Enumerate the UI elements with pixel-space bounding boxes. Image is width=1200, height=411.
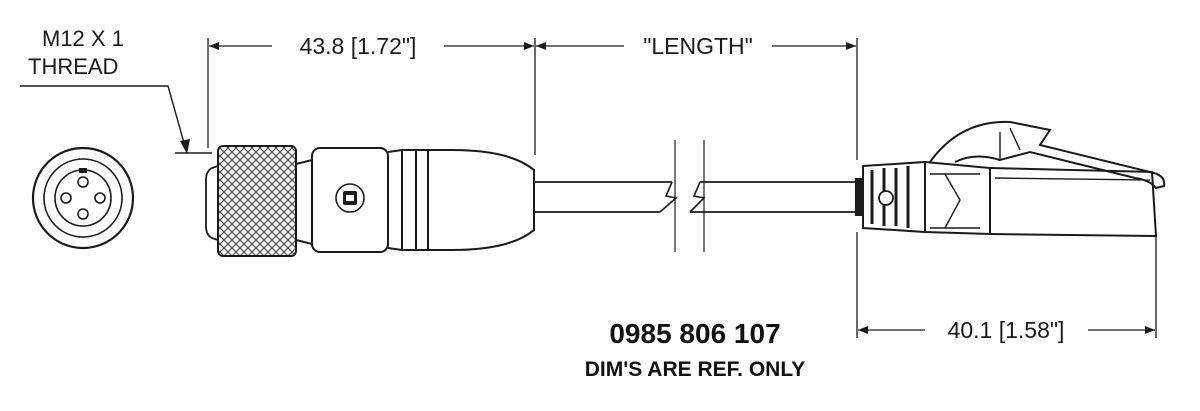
- connector-strain-relief: [428, 149, 535, 251]
- thread-leader-arrow: [180, 139, 190, 154]
- pin-socket-1: [77, 176, 89, 188]
- thread-label-line1: M12 X 1: [42, 26, 124, 51]
- cable-break-left: [659, 181, 678, 213]
- m12-connector: [205, 145, 535, 257]
- plug-housing-rear: [924, 161, 991, 236]
- reference-note: DIM'S ARE REF. ONLY: [585, 358, 805, 381]
- end-view-outer-ring: [31, 146, 135, 250]
- pin-socket-4: [94, 192, 106, 204]
- end-view-insert: [54, 169, 112, 227]
- rj45-plug: [855, 120, 1166, 238]
- thread-leader-line: [20, 85, 187, 151]
- dimension-cable-length: "LENGTH": [536, 33, 856, 59]
- dimension-connector-length: 43.8 [1.72"]: [209, 33, 534, 59]
- cable: [534, 140, 855, 252]
- dimension-plug-length: 40.1 [1.58"]: [858, 317, 1155, 343]
- cable-length-label: "LENGTH": [643, 33, 753, 59]
- cable-break-right: [689, 181, 706, 213]
- m12-end-view: [31, 146, 135, 250]
- rj45-latch-tab: [929, 120, 1166, 190]
- connector-front-lip: [205, 165, 219, 241]
- thread-label-line2: THREAD: [28, 54, 118, 79]
- connector-grip-rings: [387, 148, 429, 252]
- plug-length-label: 40.1 [1.58"]: [948, 317, 1065, 343]
- thread-callout: M12 X 1 THREAD: [20, 26, 212, 154]
- nut-collar: [295, 158, 313, 246]
- connector-length-label: 43.8 [1.72"]: [300, 33, 417, 59]
- pin-socket-2: [60, 192, 72, 204]
- end-view-inner-ring: [43, 158, 123, 238]
- plug-housing-front: [989, 167, 1158, 238]
- pin-socket-3: [77, 208, 89, 220]
- boot-end-cap: [855, 178, 863, 216]
- knurled-coupling-nut: [217, 145, 297, 257]
- part-number: 0985 806 107: [609, 318, 780, 349]
- plug-housing-detail: [930, 173, 980, 229]
- extension-lines: [207, 38, 1157, 338]
- end-view-keyway: [79, 168, 87, 173]
- boot-hole: [878, 190, 894, 206]
